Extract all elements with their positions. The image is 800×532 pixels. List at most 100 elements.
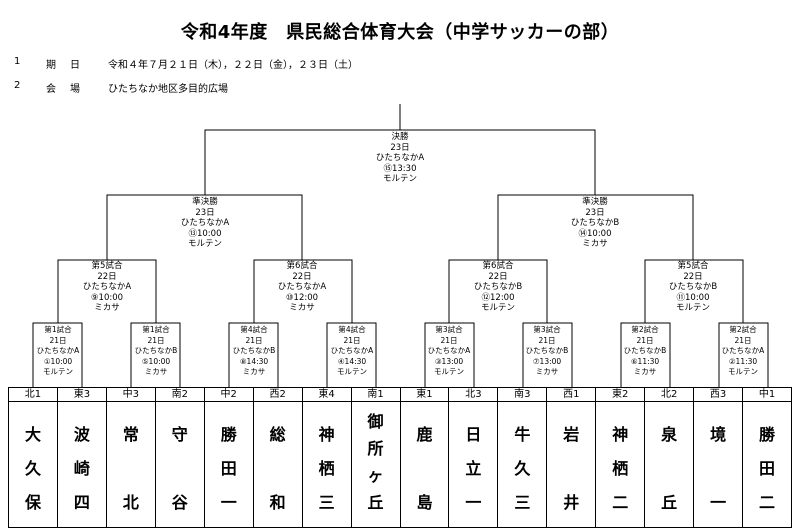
info-number: 1: [14, 56, 21, 67]
team-cell: 西1 岩井: [547, 388, 597, 527]
team-name: 泉丘: [661, 425, 678, 512]
team-seed: 東1: [400, 388, 449, 402]
bracket-line: [106, 194, 303, 260]
match-label: 第6試合: [482, 261, 514, 271]
match-time: ⑥11:30: [630, 356, 660, 366]
match-ball: ミカサ: [582, 239, 608, 249]
info-label: 会場: [46, 84, 94, 95]
bracket-line: [57, 259, 157, 323]
team-seed: 東2: [596, 388, 645, 402]
bracket-line: [644, 259, 744, 323]
match-field: ひたちなかB: [668, 282, 718, 292]
team-cell: 東3 波崎四: [57, 388, 107, 527]
match-field: ひたちなかB: [623, 346, 667, 355]
bracket-line: [448, 259, 548, 323]
match-ball: モルテン: [382, 174, 418, 184]
match-quarterfinal: 第5試合 22日 ひたちなかA ⑨10:00 ミカサ: [82, 261, 132, 314]
info-row-venue: 2 会場 ひたちなか地区多目的広場: [0, 80, 800, 95]
bracket-line: [718, 322, 769, 387]
match-field: ひたちなかA: [36, 346, 80, 355]
match-quarterfinal: 第6試合 22日 ひたちなかA ⑩12:00 ミカサ: [277, 261, 327, 314]
match-ball: モルテン: [433, 367, 464, 376]
team-name: 勝田二: [759, 425, 776, 512]
match-first-round: 第3試合 21日 ひたちなかA ③13:00 モルテン: [427, 325, 471, 378]
match-time: ⑩12:00: [285, 292, 319, 303]
bracket-line: [424, 322, 475, 387]
match-field: ひたちなかA: [180, 218, 230, 228]
match-label: 第4試合: [240, 325, 268, 334]
team-cell: 中1 勝田二: [743, 388, 791, 527]
match-date: 21日: [734, 335, 752, 345]
match-ball: モルテン: [480, 303, 515, 313]
team-cell: 東2 神栖二: [596, 388, 646, 527]
match-field: ひたちなかB: [473, 282, 523, 292]
team-name: 総和: [269, 425, 286, 512]
match-time: ⑦13:00: [532, 356, 562, 366]
team-name: 御所ヶ丘: [367, 412, 384, 512]
match-ball: モルテン: [675, 303, 710, 313]
match-semifinal-right: 準決勝 23日 ひたちなかB ⑭10:00 ミカサ: [570, 197, 620, 250]
bracket-line: [204, 129, 596, 195]
match-time: ⑭10:00: [578, 228, 612, 239]
team-cell: 西3 境一: [694, 388, 744, 527]
match-label: 準決勝: [582, 197, 608, 207]
bracket-line: [620, 322, 671, 387]
match-ball: ミカサ: [633, 367, 657, 376]
match-time: ①10:00: [43, 356, 73, 366]
match-date: 22日: [97, 271, 117, 282]
team-cell: 北1 大久保: [9, 388, 58, 527]
match-date: 21日: [636, 335, 654, 345]
match-first-round: 第2試合 21日 ひたちなかA ②11:30 モルテン: [721, 325, 765, 378]
match-label: 第3試合: [435, 325, 463, 334]
match-ball: ミカサ: [94, 303, 120, 313]
match-date: 23日: [195, 207, 215, 218]
bracket-line: [228, 322, 279, 387]
team-grid: 北1 大久保 東3 波崎四 中3 常北 南2 守谷 中2 勝田一 西2 総和 東…: [8, 387, 792, 528]
match-time: ③13:00: [434, 356, 464, 366]
match-field: ひたちなかB: [232, 346, 276, 355]
match-time: ②11:30: [728, 356, 758, 366]
team-seed: 中2: [204, 388, 253, 402]
match-label: 第5試合: [677, 261, 709, 271]
team-name: 日立一: [465, 425, 482, 512]
match-time: ⑮13:30: [383, 163, 417, 174]
team-seed: 北1: [9, 388, 57, 402]
match-ball: モルテン: [727, 367, 758, 376]
bracket-line: [32, 322, 83, 387]
match-field: ひたちなかA: [82, 282, 132, 292]
info-value: 令和４年７月２１日（木），２２日（金），２３日（土）: [108, 60, 358, 71]
team-seed: 西1: [547, 388, 596, 402]
team-cell: 西2 総和: [253, 388, 303, 527]
match-date: 21日: [245, 335, 263, 345]
team-cell: 北2 泉丘: [645, 388, 695, 527]
match-date: 23日: [585, 207, 605, 218]
match-label: 第6試合: [286, 261, 318, 271]
info-row-dates: 1 期日 令和４年７月２１日（木），２２日（金），２３日（土）: [0, 56, 800, 71]
match-label: 第2試合: [729, 325, 757, 334]
match-first-round: 第1試合 21日 ひたちなかA ①10:00 モルテン: [36, 325, 80, 378]
bracket-line: [522, 322, 573, 387]
team-name: 鹿島: [416, 425, 433, 512]
team-cell: 南2 守谷: [155, 388, 205, 527]
team-cell: 北3 日立一: [449, 388, 499, 527]
info-value: ひたちなか地区多目的広場: [108, 84, 228, 95]
match-date: 21日: [538, 335, 556, 345]
match-date: 22日: [292, 271, 312, 282]
match-first-round: 第3試合 21日 ひたちなかB ⑦13:00 ミカサ: [525, 325, 569, 378]
team-name: 大久保: [24, 425, 41, 512]
info-label: 期日: [46, 60, 94, 71]
match-field: ひたちなかB: [525, 346, 569, 355]
team-cell: 中2 勝田一: [204, 388, 254, 527]
bracket-line: [326, 322, 377, 387]
team-seed: 南2: [155, 388, 204, 402]
match-date: 23日: [390, 142, 410, 153]
team-name: 波崎四: [73, 425, 90, 512]
match-ball: モルテン: [336, 367, 367, 376]
bracket-line: [253, 259, 353, 323]
team-seed: 北3: [449, 388, 498, 402]
match-field: ひたちなかB: [570, 218, 620, 228]
match-ball: ミカサ: [289, 303, 315, 313]
match-ball: モルテン: [42, 367, 73, 376]
team-cell: 中3 常北: [106, 388, 156, 527]
team-cell: 南3 牛久三: [498, 388, 548, 527]
